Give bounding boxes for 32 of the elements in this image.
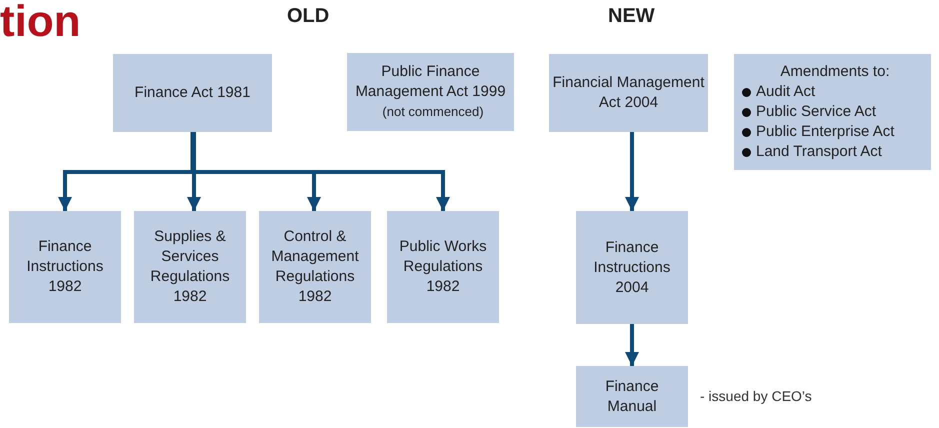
legislation-box xyxy=(734,54,931,170)
box-text: Control & Management Regulations 1982 xyxy=(270,227,360,307)
box-text: Finance Manual xyxy=(604,376,660,416)
legislation-box xyxy=(387,211,499,323)
legislation-box xyxy=(134,211,246,323)
box-text: Finance Act 1981 xyxy=(134,83,250,103)
list-item: Land Transport Act xyxy=(756,142,882,162)
legislation-box xyxy=(259,211,371,323)
box-text: Public Finance Management Act 1999 xyxy=(354,62,507,102)
side-note: - issued by CEO’s xyxy=(700,388,812,404)
box-text: Public Works Regulations 1982 xyxy=(398,237,488,297)
legislation-box xyxy=(113,54,272,132)
arrow xyxy=(625,324,639,366)
legislation-box xyxy=(9,211,121,323)
box-text: Financial Management Act 2004 xyxy=(552,73,705,113)
list-item: Audit Act xyxy=(756,82,816,102)
box-text: Finance Instructions 2004 xyxy=(592,238,672,298)
box-text: Supplies & Services Regulations 1982 xyxy=(149,227,231,307)
column-heading: NEW xyxy=(608,6,655,26)
box-note: (not commenced) xyxy=(382,103,484,121)
box-heading: Amendments to: xyxy=(780,62,890,82)
legislation-box xyxy=(347,53,514,131)
list-item: Public Enterprise Act xyxy=(756,122,894,142)
list-item: Public Service Act xyxy=(756,102,876,122)
column-heading: OLD xyxy=(287,6,330,26)
legislation-box xyxy=(549,54,708,132)
arrow xyxy=(187,132,201,211)
legislation-box xyxy=(576,211,688,324)
legislation-box xyxy=(576,366,688,427)
box-text: Finance Instructions 1982 xyxy=(26,237,104,297)
page-title: tion xyxy=(0,0,81,44)
arrow xyxy=(625,132,639,211)
